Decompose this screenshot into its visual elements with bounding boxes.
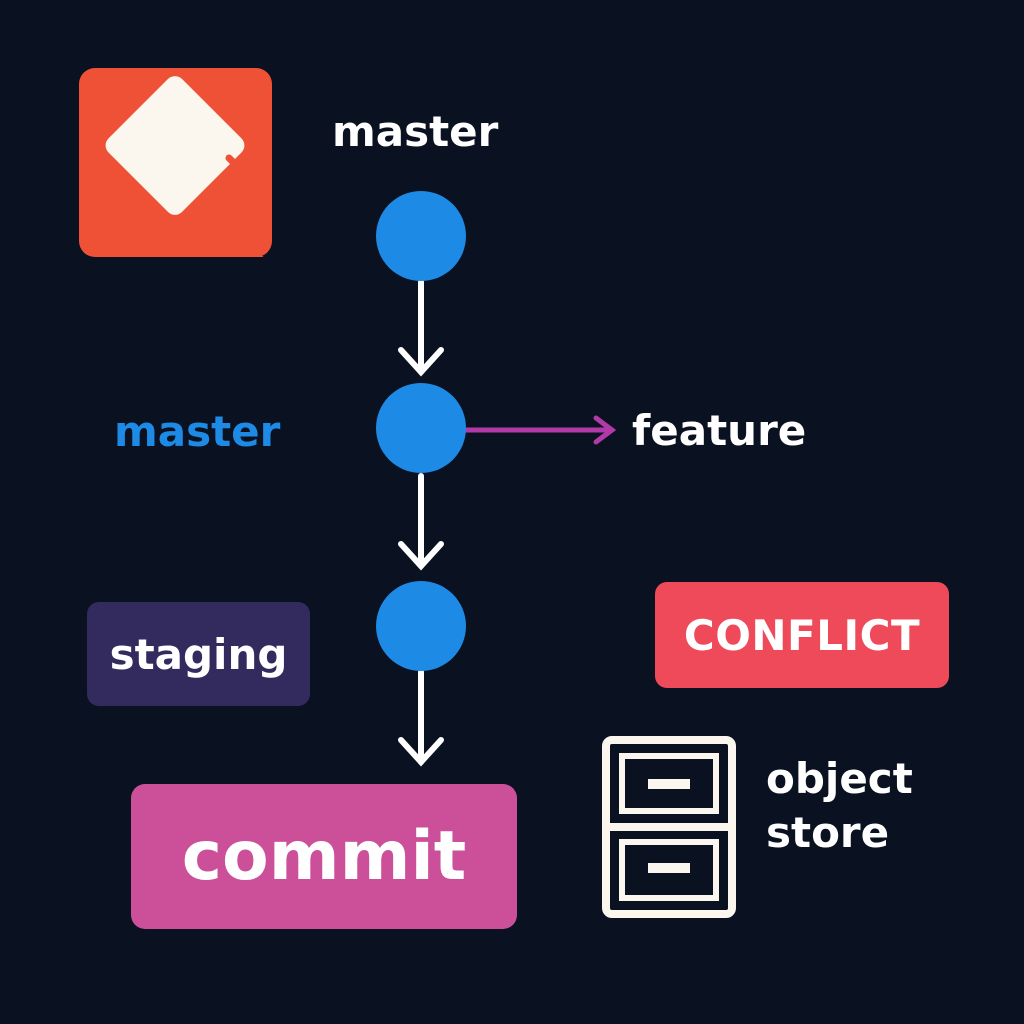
commit-node-1 — [376, 191, 466, 281]
commit-node-3 — [376, 581, 466, 671]
master-branch-label-top: master — [332, 107, 499, 156]
staging-box: staging — [87, 602, 310, 706]
conflict-label: CONFLICT — [683, 610, 921, 660]
file-cabinet-icon — [602, 736, 736, 918]
feature-branch-label: feature — [632, 406, 807, 455]
commit-label: commit — [181, 817, 467, 896]
conflict-box: CONFLICT — [655, 582, 949, 688]
object-store-line-2: store — [766, 808, 890, 857]
branch-arrow — [461, 415, 617, 445]
staging-label: staging — [109, 629, 288, 679]
arrowhead-3-icon — [398, 737, 444, 767]
object-store-line-1: object — [766, 754, 913, 803]
arrowhead-1-icon — [398, 347, 444, 377]
object-store-label: object store — [766, 752, 913, 860]
commit-box: commit — [131, 784, 517, 929]
master-branch-label-mid: master — [114, 407, 281, 456]
git-logo-icon — [79, 68, 272, 257]
arrowhead-2-icon — [398, 541, 444, 571]
commit-node-2 — [376, 383, 466, 473]
